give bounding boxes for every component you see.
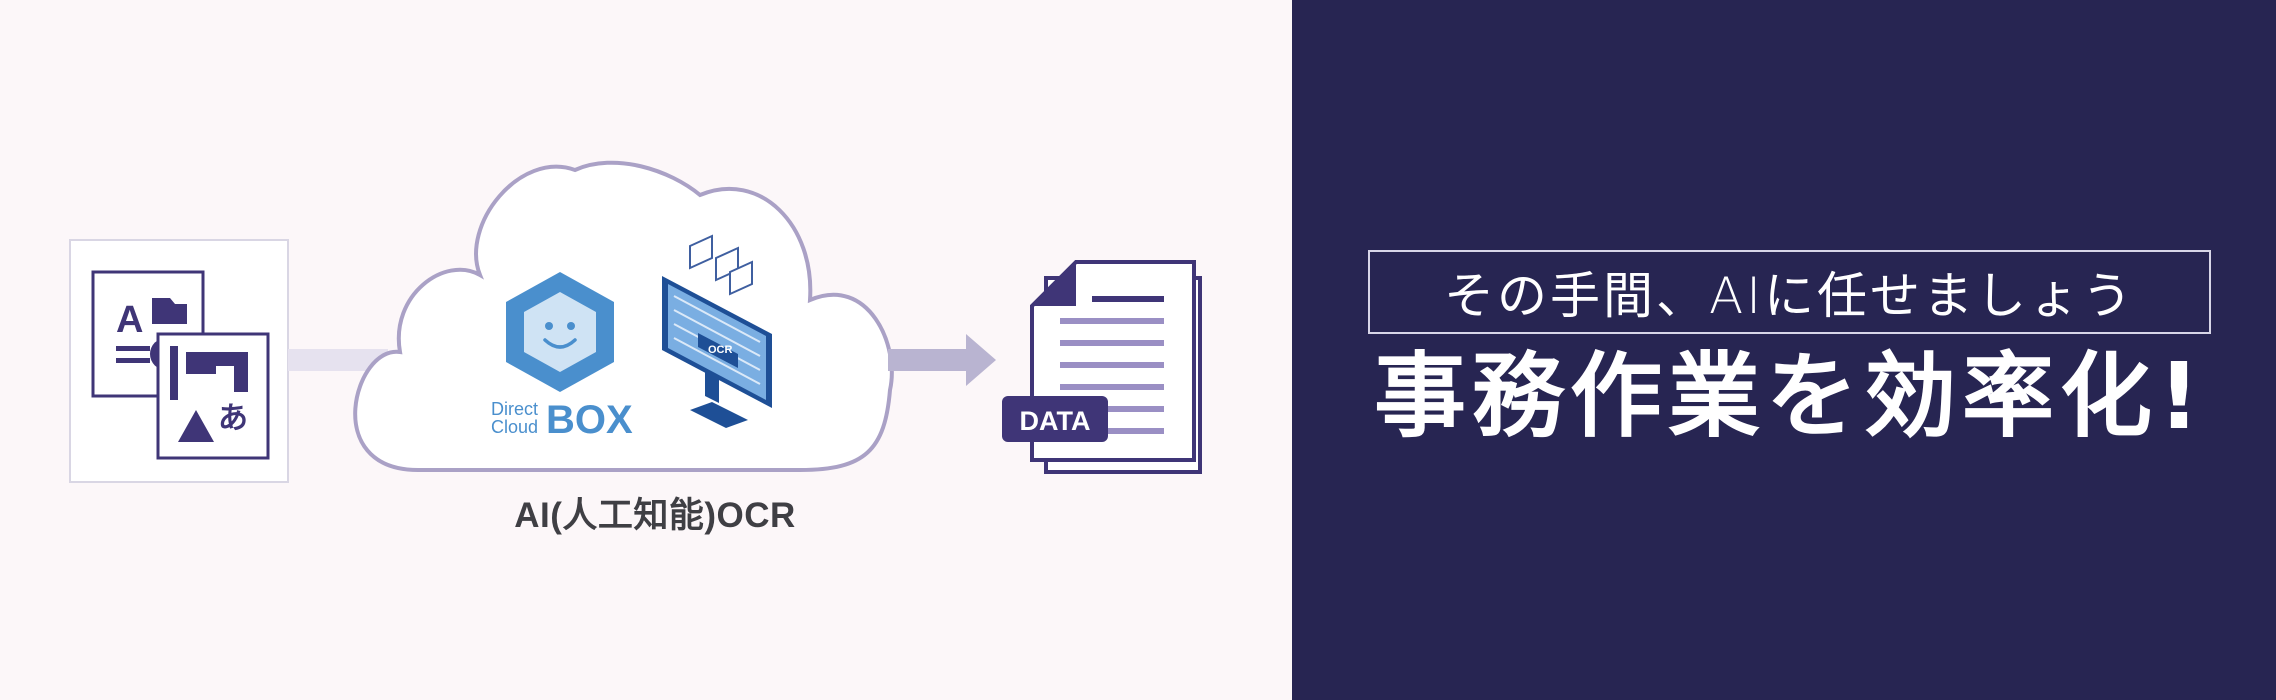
hiragana-a-glyph: あ: [218, 401, 248, 436]
arrow-right-icon: [888, 334, 996, 386]
logo-direct-text: Direct: [491, 399, 538, 419]
subtitle-box: その手間、AIに任せましょう: [1368, 250, 2211, 334]
directcloud-box-icon: Direct Cloud BOX: [491, 272, 633, 442]
documents-icon: A あ: [69, 239, 289, 483]
data-document-icon: DATA: [1002, 260, 1202, 474]
ocr-monitor-icon: OCR: [662, 234, 772, 428]
ocr-caption: AI(人工知能)OCR: [514, 496, 796, 535]
logo-box-text: BOX: [546, 398, 633, 442]
headline: 事務作業を効率化!: [1374, 343, 2206, 450]
logo-cloud-text: Cloud: [491, 417, 538, 437]
monitor-ocr-label: OCR: [708, 344, 733, 356]
right-panel: [1292, 0, 2276, 700]
workflow-illustration: A あ Direct Cloud BOX: [69, 160, 1202, 483]
subtitle-text: その手間、AIに任せましょう: [1444, 267, 2135, 325]
input-connector: [288, 349, 388, 371]
data-badge-text: DATA: [1020, 406, 1091, 436]
letter-a-glyph: A: [116, 299, 143, 341]
